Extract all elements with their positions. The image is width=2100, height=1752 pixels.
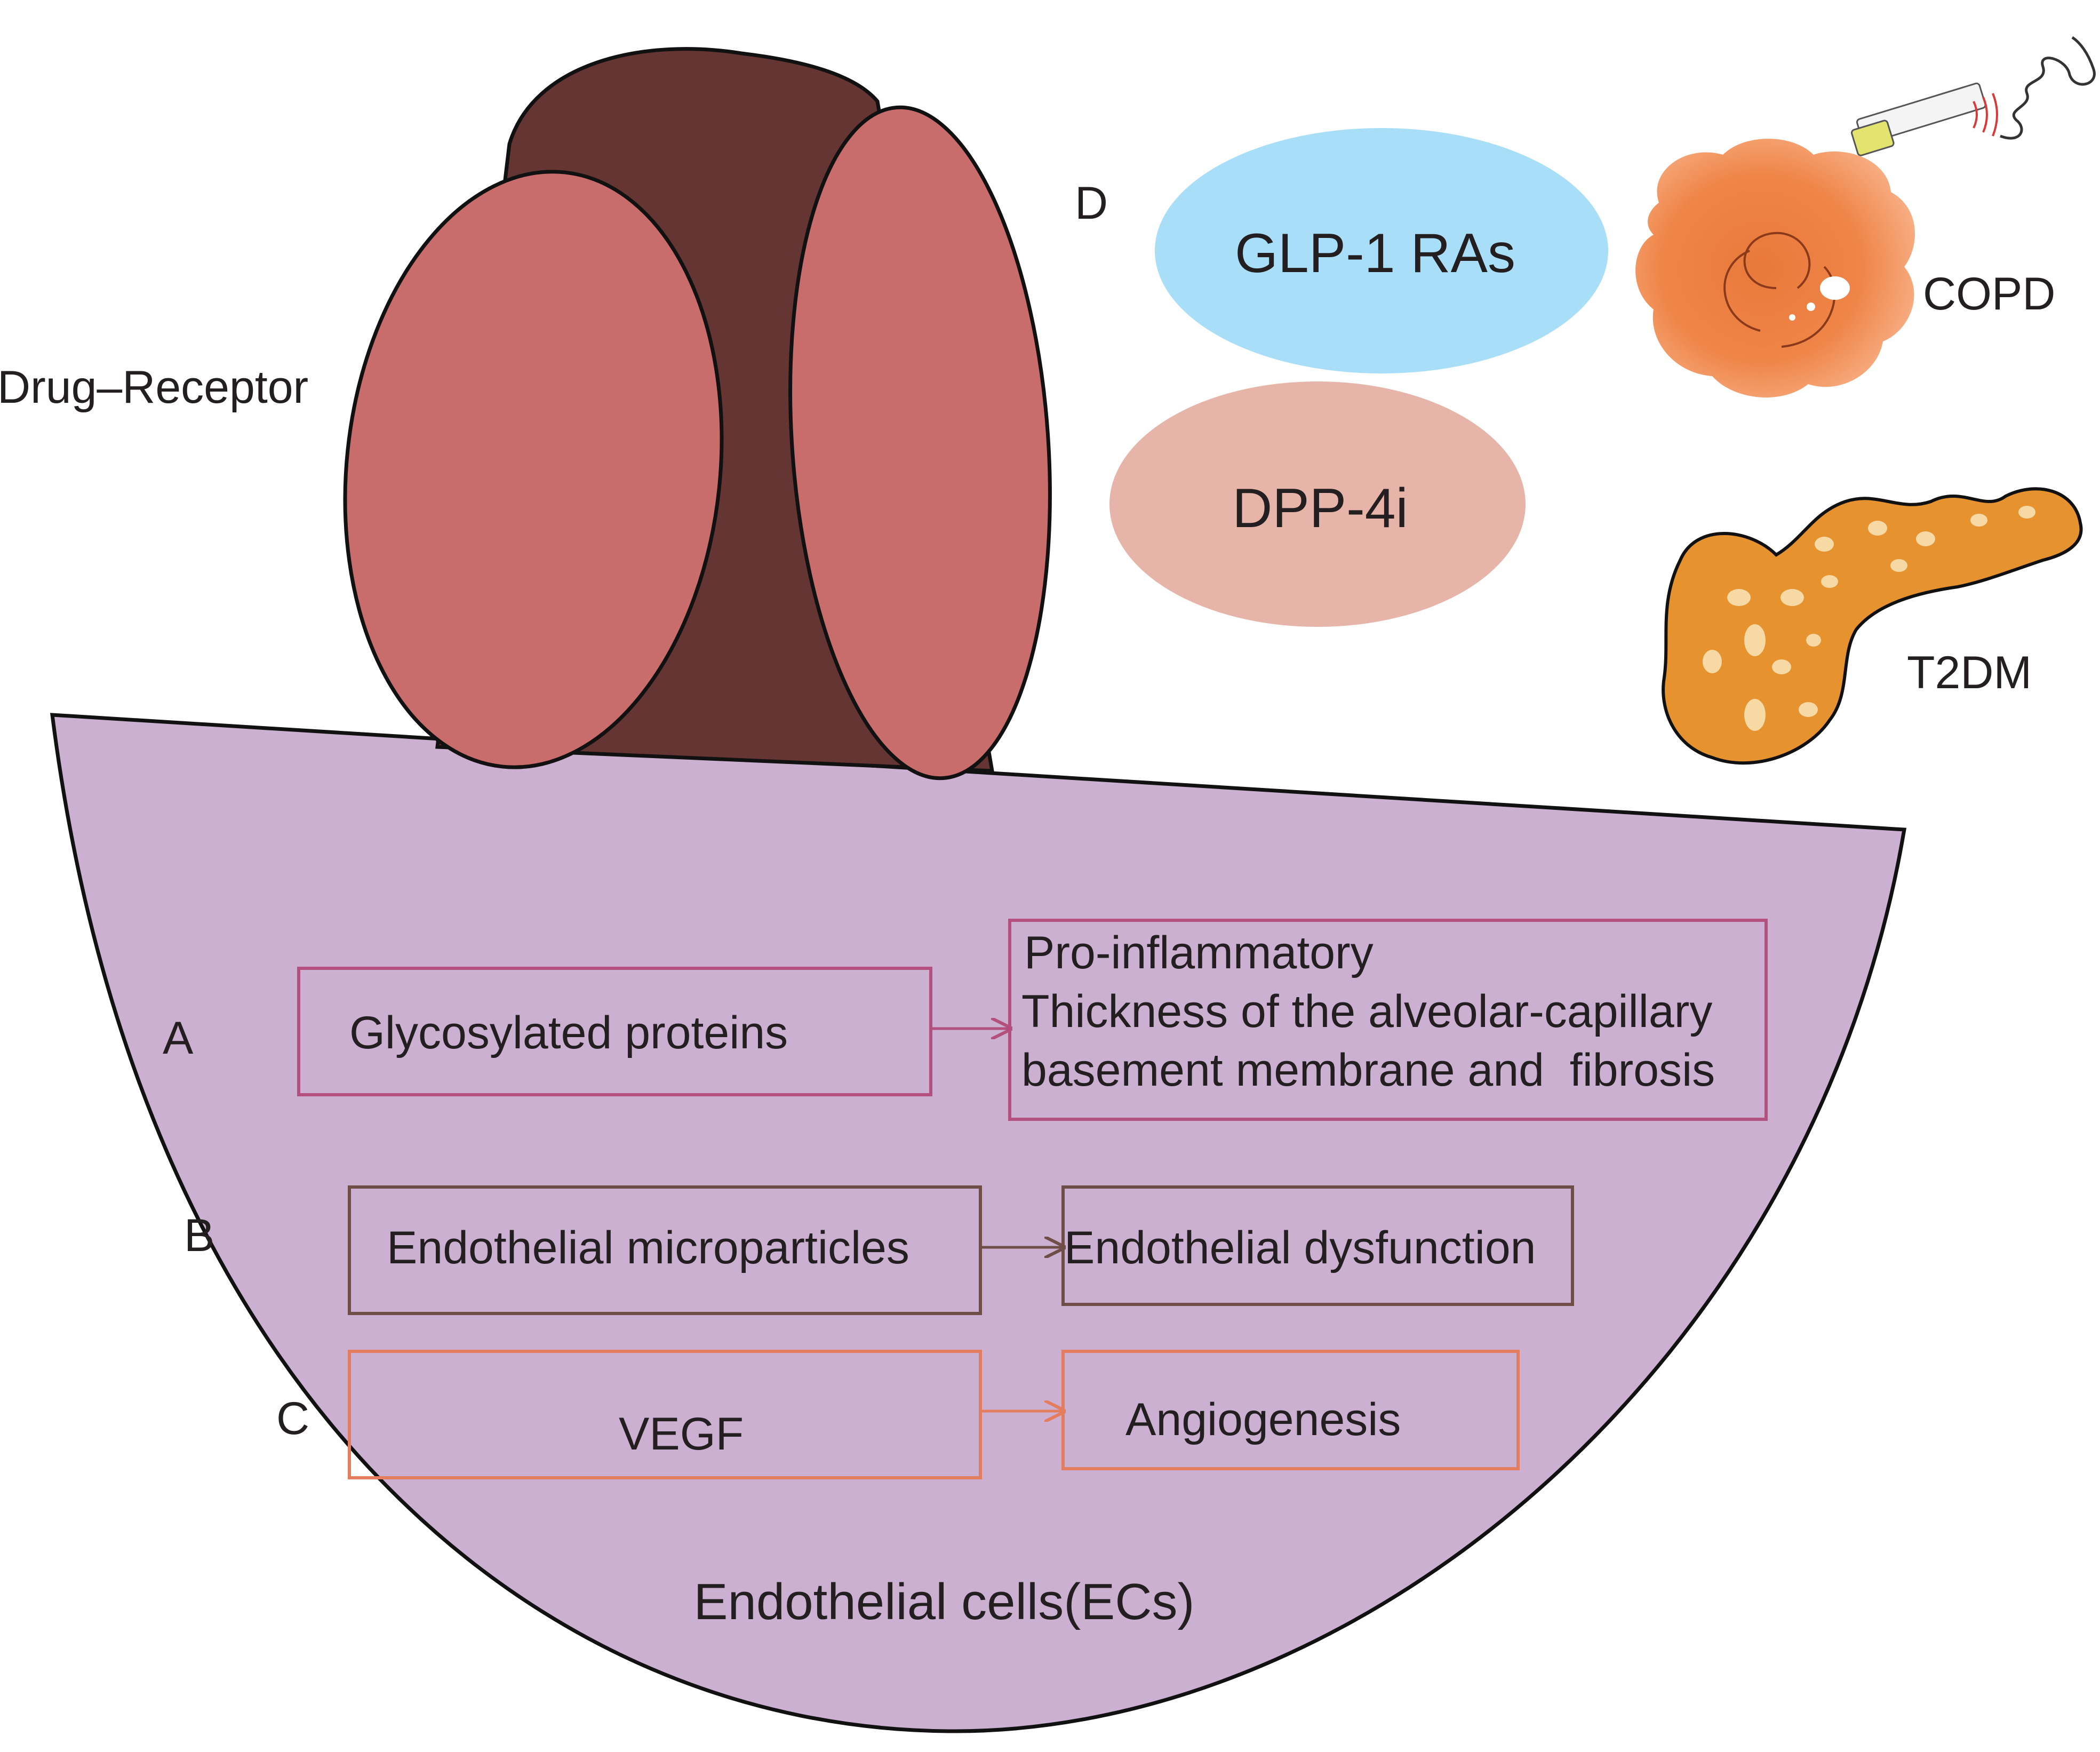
- cigarette-icon: [1850, 36, 2096, 156]
- glp1-ellipse: [1155, 128, 1608, 373]
- pathway-c: C VEGF Angiogenesis: [276, 1350, 1520, 1479]
- receptor-label: Drug–Receptor: [0, 362, 308, 413]
- effect-basement-membrane: basement membrane and fibrosis: [1021, 1045, 1715, 1096]
- dpp4-ellipse: [1109, 381, 1526, 627]
- pathway-letter-a: A: [163, 1013, 194, 1064]
- receptor-right-lobe: [788, 105, 1052, 781]
- endothelial-dysfunction-label: Endothelial dysfunction: [1064, 1222, 1536, 1273]
- pathway-letter-b: B: [184, 1210, 214, 1261]
- endothelial-cells-label: Endothelial cells(ECs): [693, 1573, 1194, 1630]
- angiogenesis-label: Angiogenesis: [1125, 1394, 1401, 1445]
- smoke-icon: [2000, 36, 2096, 140]
- endothelial-microparticles-box: [348, 1185, 982, 1315]
- effect-thickness: Thickness of the alveolar-capillary: [1021, 986, 1712, 1037]
- vegf-box: [348, 1350, 982, 1479]
- effect-pro-inflammatory: Pro-inflammatory: [1024, 927, 1374, 978]
- receptor-left-lobe: [343, 170, 724, 769]
- dpp4-label: DPP-4i: [1232, 477, 1408, 539]
- t2dm-label: T2DM: [1907, 647, 2032, 698]
- endothelial-dysfunction-box: [1061, 1185, 1574, 1306]
- pathway-letter-c: C: [276, 1393, 309, 1444]
- drug-receptor: [343, 47, 1052, 781]
- pathway-a: A Glycosylated proteins Pro-inflammatory…: [163, 919, 1768, 1121]
- pancreas-icon: [1662, 487, 2083, 765]
- vegf-label: VEGF: [619, 1408, 744, 1460]
- panel-letter-d: D: [1075, 178, 1108, 229]
- glycosylated-proteins-box: [297, 967, 932, 1096]
- pathway-b: B Endothelial microparticles Endothelial…: [184, 1185, 1574, 1315]
- copd-label: COPD: [1923, 268, 2055, 320]
- glycosylated-proteins-label: Glycosylated proteins: [349, 1007, 788, 1058]
- endothelial-microparticles-label: Endothelial microparticles: [387, 1222, 909, 1273]
- glp1-label: GLP-1 RAs: [1235, 222, 1515, 284]
- angiogenesis-box: [1061, 1350, 1520, 1470]
- pro-inflammatory-box: [1008, 919, 1768, 1121]
- lung-icon: [1635, 139, 1915, 398]
